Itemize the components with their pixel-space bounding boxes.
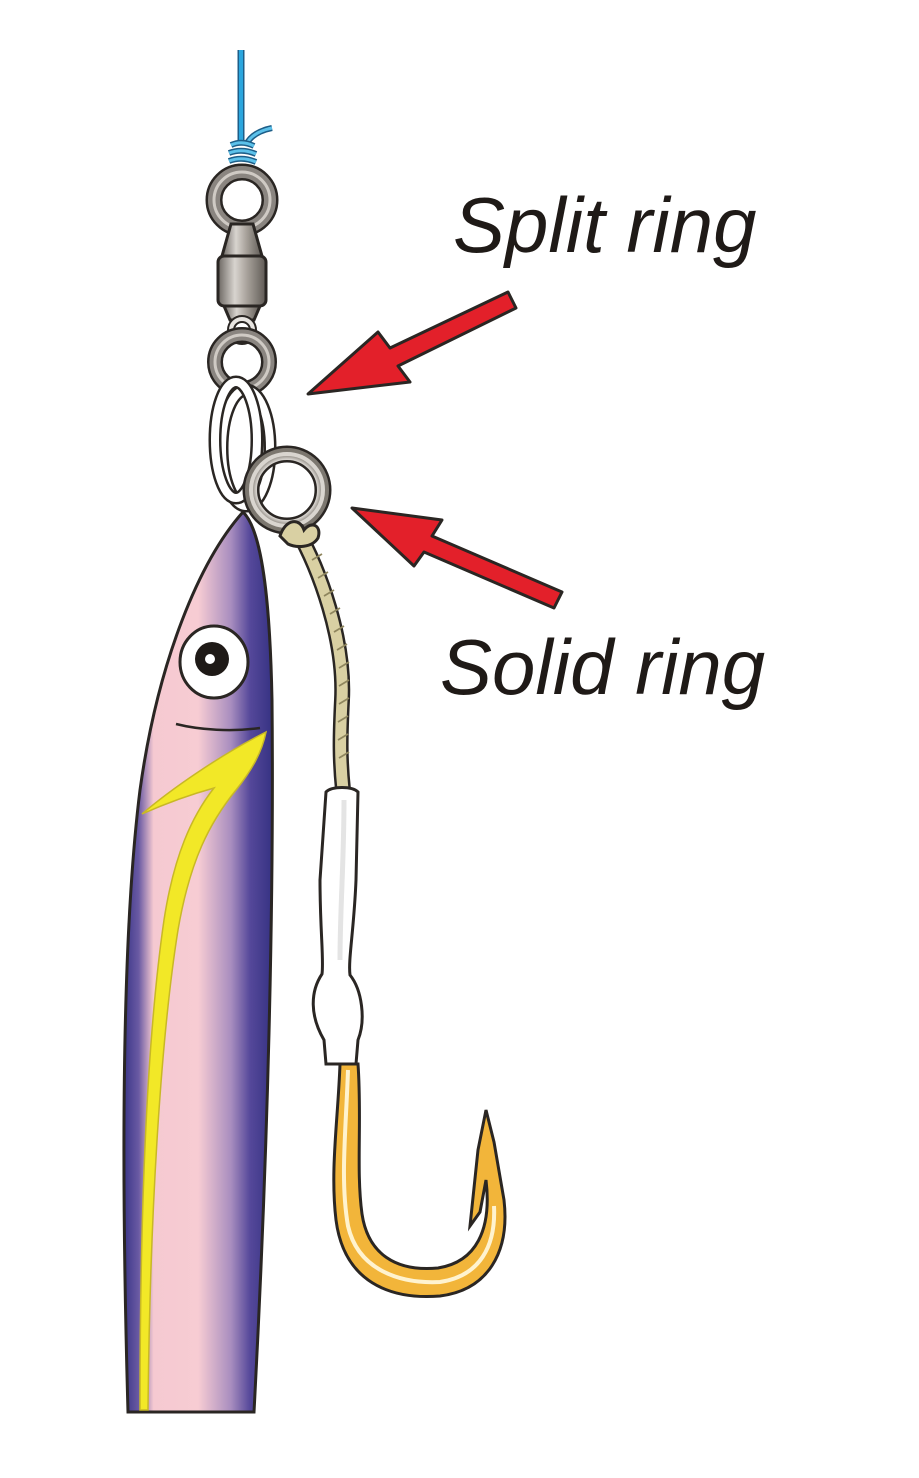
- lure-eye-icon: [178, 624, 250, 700]
- hook-sleeve: [311, 786, 364, 1066]
- jig-lure: [122, 509, 274, 1414]
- fishing-line: [237, 50, 273, 147]
- lure-stripe: [139, 730, 268, 1411]
- arrow-split-ring-icon: [306, 290, 518, 396]
- swivel-top-ring: [205, 163, 279, 237]
- split-ring: [208, 375, 277, 513]
- fish-hook-icon: [332, 1062, 507, 1299]
- solid-ring-label: Solid ring: [440, 623, 766, 711]
- arrow-solid-ring-icon: [350, 506, 564, 610]
- split-ring-label: Split ring: [453, 181, 757, 269]
- lure-gill: [175, 722, 261, 732]
- assist-cord: [278, 520, 351, 791]
- swivel-barrel: [216, 222, 268, 345]
